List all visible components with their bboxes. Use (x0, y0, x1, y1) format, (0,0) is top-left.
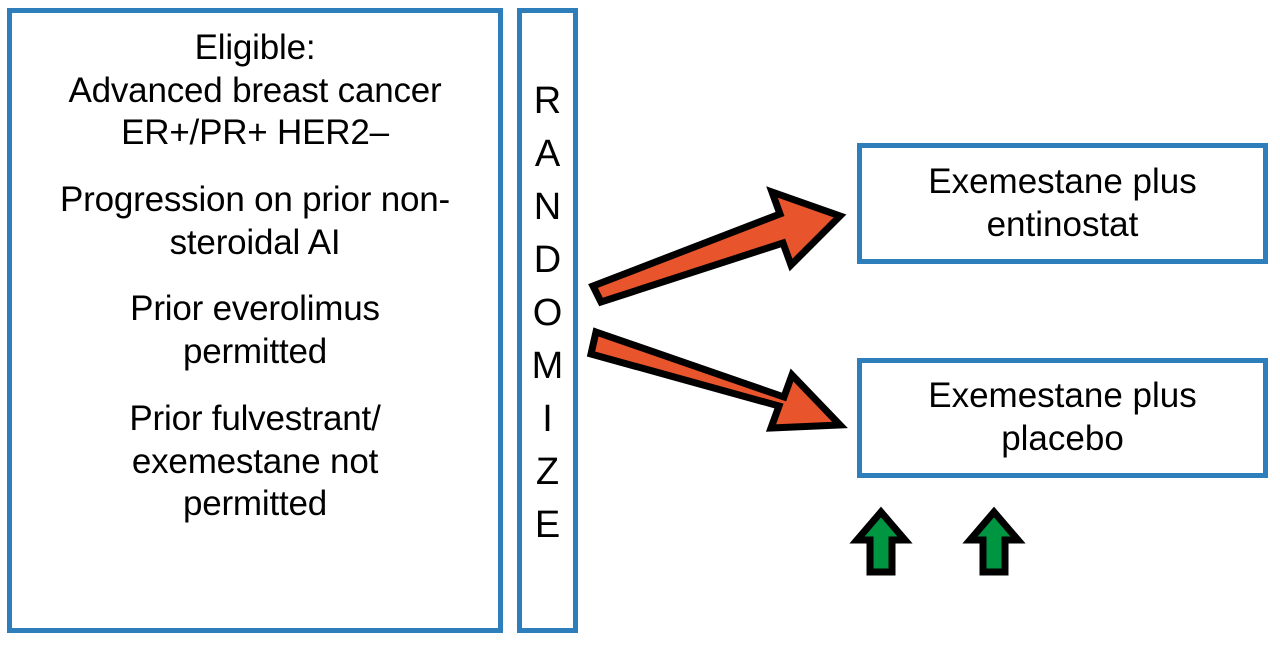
arrow-down-right-icon (586, 327, 848, 432)
randomize-letter: E (534, 504, 561, 546)
randomize-letter: R (533, 80, 562, 122)
eligibility-line: Progression on prior non- (60, 180, 450, 220)
eligibility-line: ER+/PR+ HER2– (121, 113, 389, 153)
eligibility-line: exemestane not (131, 441, 379, 481)
eligibility-line: steroidal AI (169, 222, 341, 262)
treatment-arm-entinostat-box: Exemestane plus entinostat (857, 143, 1268, 264)
randomize-letter: D (533, 239, 562, 281)
eligibility-line: Eligible: (194, 28, 316, 67)
eligibility-line: permitted (182, 332, 328, 372)
treatment-arm-line: placebo (1001, 419, 1124, 458)
eligibility-group: Progression on prior non- steroidal AI (28, 179, 482, 264)
randomize-letter: M (531, 345, 564, 387)
arrow-up-right-icon (588, 186, 847, 307)
randomize-letter: Z (535, 451, 560, 493)
eligibility-group: Eligible: Advanced breast cancer ER+/PR+… (28, 27, 482, 155)
eligibility-group: Prior fulvestrant/ exemestane not permit… (28, 398, 482, 526)
treatment-arm-line: Exemestane plus (928, 376, 1197, 416)
arrow-up-icon (962, 506, 1026, 576)
eligibility-line: permitted (182, 484, 328, 524)
randomize-box: R A N D O M I Z E (517, 8, 578, 633)
randomize-letter: A (534, 133, 561, 175)
eligibility-criteria-box: Eligible: Advanced breast cancer ER+/PR+… (7, 8, 503, 633)
treatment-arm-placebo-box: Exemestane plus placebo (857, 358, 1268, 478)
randomize-label: R A N D O M I Z E (532, 75, 564, 552)
eligibility-group: Prior everolimus permitted (28, 288, 482, 373)
treatment-arm-line: entinostat (986, 204, 1139, 244)
treatment-arm-label: Exemestane plus entinostat (928, 161, 1196, 246)
arrow-up-icon (849, 506, 913, 576)
treatment-arm-line: Exemestane plus (928, 161, 1197, 201)
eligibility-line: Prior everolimus (130, 289, 380, 329)
randomize-letter: N (533, 186, 562, 228)
randomize-letter: O (532, 292, 563, 334)
eligibility-line: Prior fulvestrant/ (129, 398, 381, 438)
randomize-letter: I (542, 398, 553, 440)
eligibility-line: Advanced breast cancer (68, 70, 442, 110)
treatment-arm-label: Exemestane plus placebo (928, 375, 1196, 460)
